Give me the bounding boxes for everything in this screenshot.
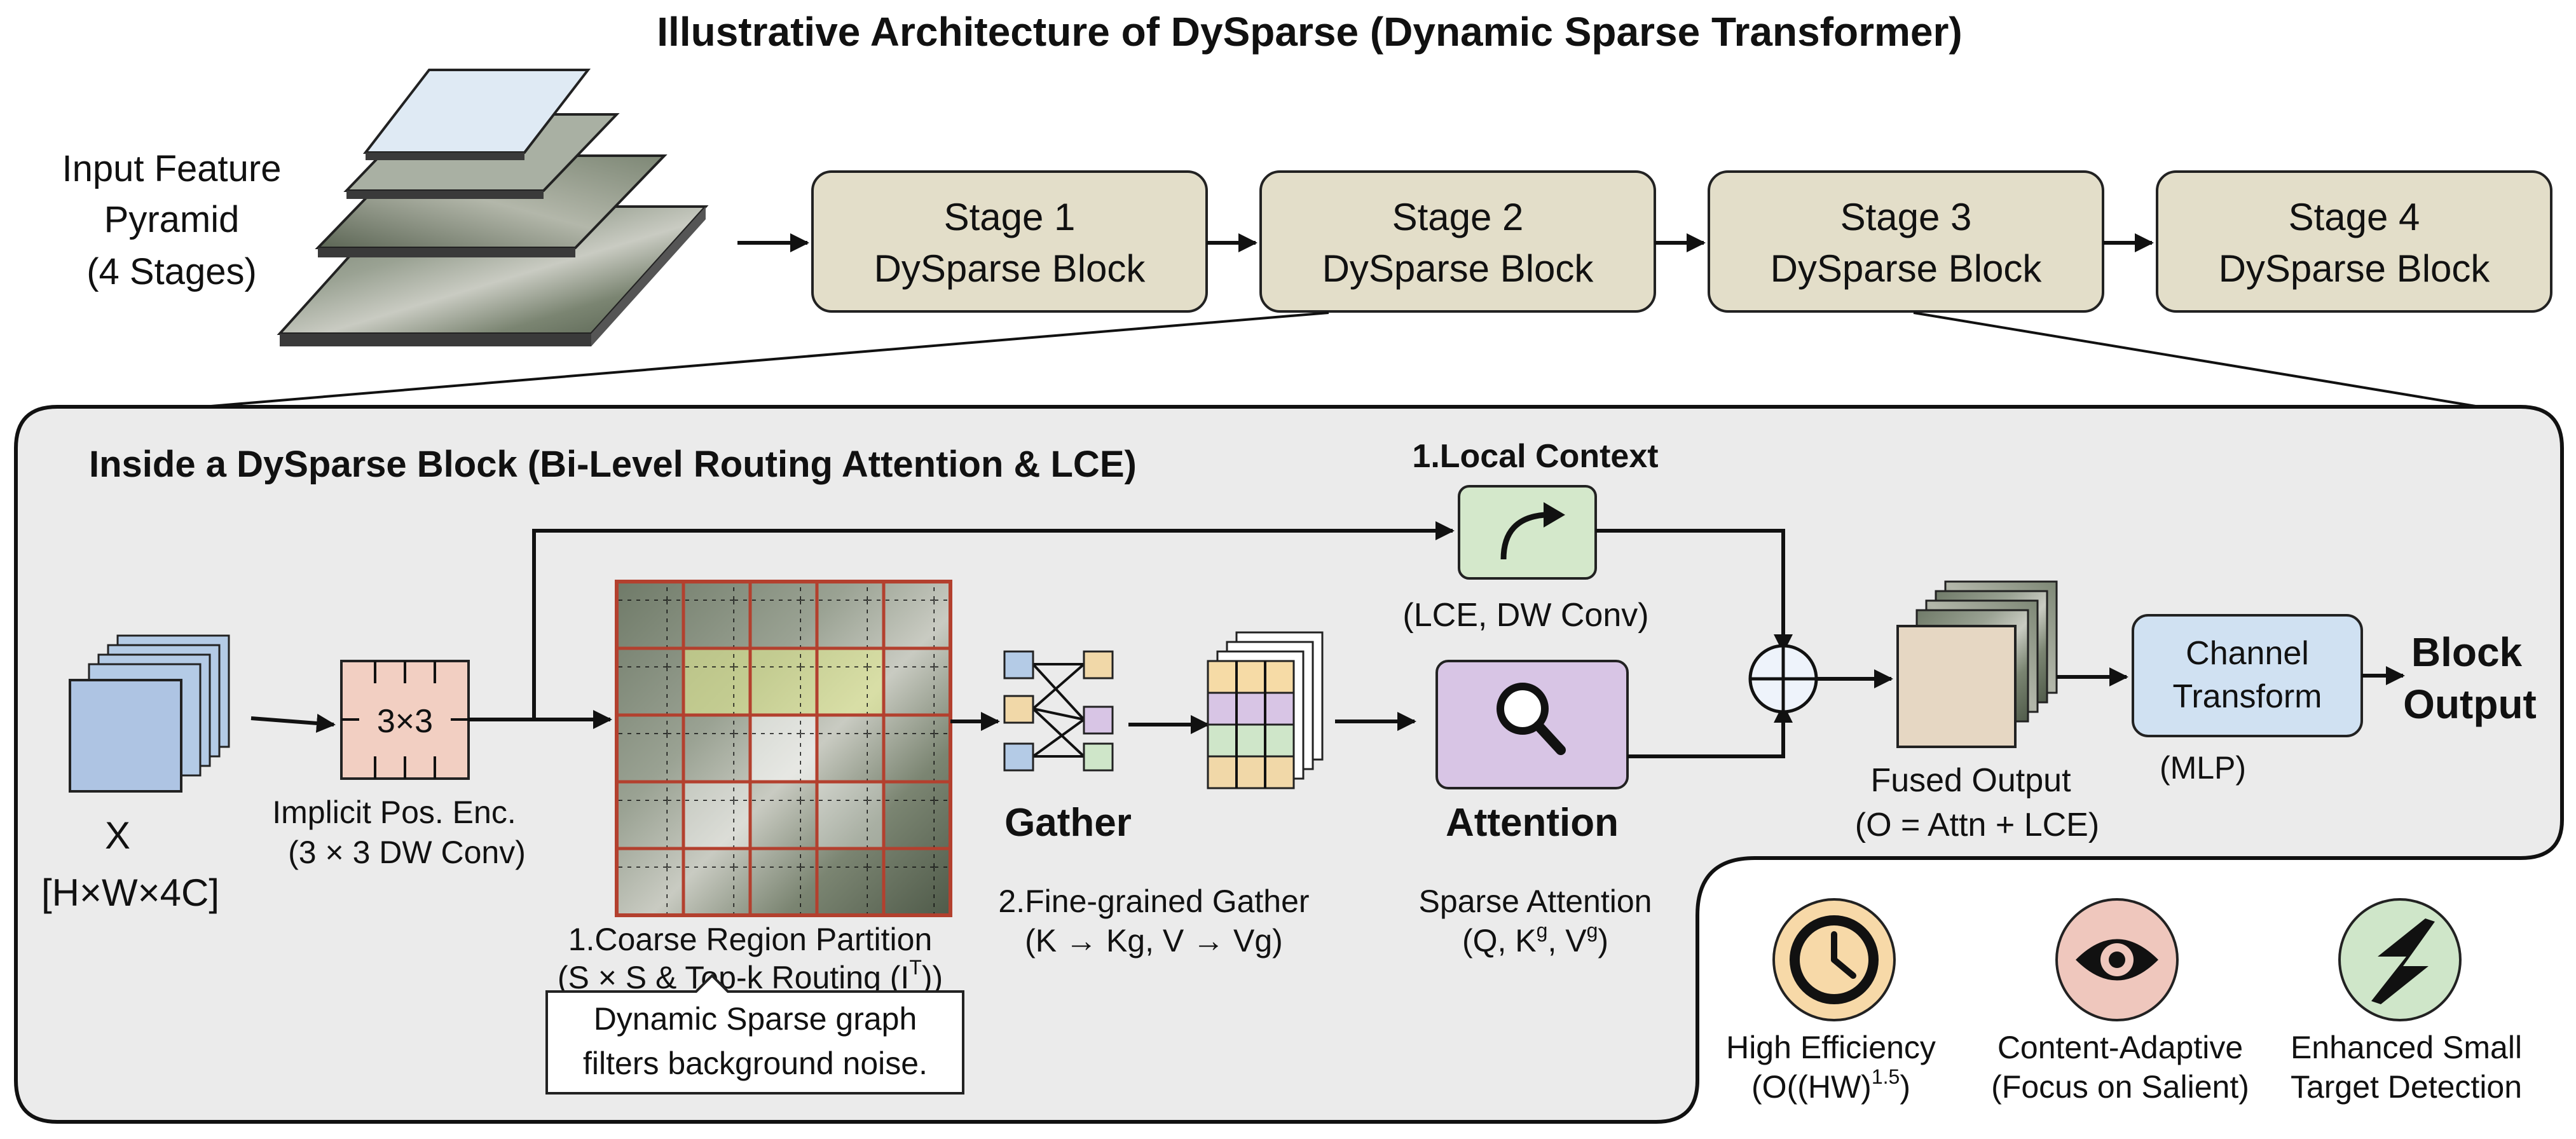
- stage-2-line2: DySparse Block: [1322, 247, 1594, 290]
- stage-1-line2: DySparse Block: [874, 247, 1146, 290]
- input-feature-pyramid: [277, 69, 709, 346]
- benefit-small-target-line1: Enhanced Small: [2291, 1030, 2522, 1065]
- stage-1-box: Stage 1 DySparse Block: [811, 170, 1208, 313]
- gather-line1: 2.Fine-grained Gather: [998, 883, 1309, 919]
- arrow-local-to-sum: [1596, 529, 1793, 653]
- local-context-box: [1458, 485, 1597, 580]
- fused-line2: (O = Attn + LCE): [1855, 807, 2099, 843]
- clock-icon: [1790, 915, 1879, 1004]
- diagram-title: Illustrative Architecture of DySparse (D…: [657, 9, 1962, 55]
- gathered-kv-stack: [1207, 631, 1324, 789]
- benefit-small-target: [2338, 898, 2462, 1021]
- pos-enc-line2: (3 × 3 DW Conv): [288, 835, 526, 870]
- benefit-content-adaptive: [2055, 898, 2179, 1021]
- partition-line1: 1.Coarse Region Partition: [568, 922, 933, 957]
- coarse-region-grid: [615, 580, 952, 917]
- attention-line2: (Q, Kg, Vg): [1462, 919, 1608, 958]
- block-title: Inside a DySparse Block (Bi-Level Routin…: [89, 444, 1137, 485]
- channel-line2: Transform: [2173, 678, 2322, 715]
- arrow-x-to-conv: [250, 713, 336, 733]
- attention-line1: Sparse Attention: [1419, 883, 1652, 919]
- benefit-efficiency: [1772, 898, 1896, 1021]
- arrow-branch-to-local-context: [532, 521, 1455, 720]
- pos-enc-conv-box: [340, 660, 470, 780]
- output-line1: Block: [2411, 629, 2523, 675]
- benefit-efficiency-line2: (O((HW)1.5): [1751, 1065, 1910, 1105]
- stage-2-line1: Stage 2: [1392, 196, 1524, 238]
- gather-line2: (K → Kg, V → Vg): [1025, 923, 1283, 958]
- x-shape-label: [H×W×4C]: [41, 871, 219, 914]
- callout-line1: Dynamic Sparse graph: [594, 1001, 917, 1037]
- stage-4-box: Stage 4 DySparse Block: [2156, 170, 2552, 313]
- input-tensor-x: [69, 634, 230, 793]
- callout-line2: filters background noise.: [583, 1046, 928, 1081]
- channel-transform-box: [2132, 614, 2363, 737]
- eye-icon: [2076, 939, 2158, 981]
- input-label-line3: (4 Stages): [86, 251, 257, 292]
- attention-box: [1435, 660, 1629, 789]
- stage-2-box: Stage 2 DySparse Block: [1259, 170, 1656, 313]
- magnifier-icon: [1497, 683, 1566, 755]
- local-context-sub: (LCE, DW Conv): [1402, 597, 1648, 634]
- pos-enc-line1: Implicit Pos. Enc.: [272, 795, 516, 830]
- input-label-line2: Pyramid: [104, 199, 240, 240]
- zoom-line-left: [203, 311, 1329, 408]
- partition-line2: (S × S & Top-k Routing (IT)): [558, 956, 943, 995]
- stage-4-line2: DySparse Block: [2219, 247, 2491, 290]
- input-label-line1: Input Feature: [62, 148, 282, 189]
- output-line2: Output: [2403, 681, 2537, 727]
- fused-line1: Fused Output: [1870, 762, 2071, 799]
- benefit-adaptive-line2: (Focus on Salient): [1991, 1069, 2249, 1105]
- mlp-label: (MLP): [2160, 750, 2246, 786]
- stage-3-line1: Stage 3: [1840, 196, 1972, 238]
- bolt-icon: [2371, 918, 2435, 1004]
- stage-3-line2: DySparse Block: [1771, 247, 2043, 290]
- benefit-efficiency-line1: High Efficiency: [1726, 1030, 1936, 1065]
- arrow-attention-to-sum: [1627, 704, 1793, 758]
- stage-1-line1: Stage 1: [944, 196, 1076, 238]
- sum-node: [1748, 644, 1818, 714]
- x-label: X: [105, 814, 130, 857]
- local-context-title: 1.Local Context: [1412, 438, 1658, 475]
- conv-kernel-label: 3×3: [377, 703, 433, 740]
- gather-graph: [1003, 650, 1114, 772]
- stage-4-line1: Stage 4: [2289, 196, 2420, 238]
- callout-box: [545, 974, 964, 1095]
- gather-title: Gather: [1004, 801, 1132, 845]
- benefit-adaptive-line1: Content-Adaptive: [1997, 1030, 2243, 1065]
- channel-line1: Channel: [2186, 635, 2309, 672]
- benefit-small-target-line2: Target Detection: [2291, 1069, 2522, 1105]
- stage-3-box: Stage 3 DySparse Block: [1708, 170, 2104, 313]
- attention-title: Attention: [1446, 801, 1619, 845]
- zoom-line-right: [1913, 311, 2480, 408]
- curve-arrow-icon: [1500, 512, 1545, 560]
- fused-output-stack: [1896, 580, 2058, 748]
